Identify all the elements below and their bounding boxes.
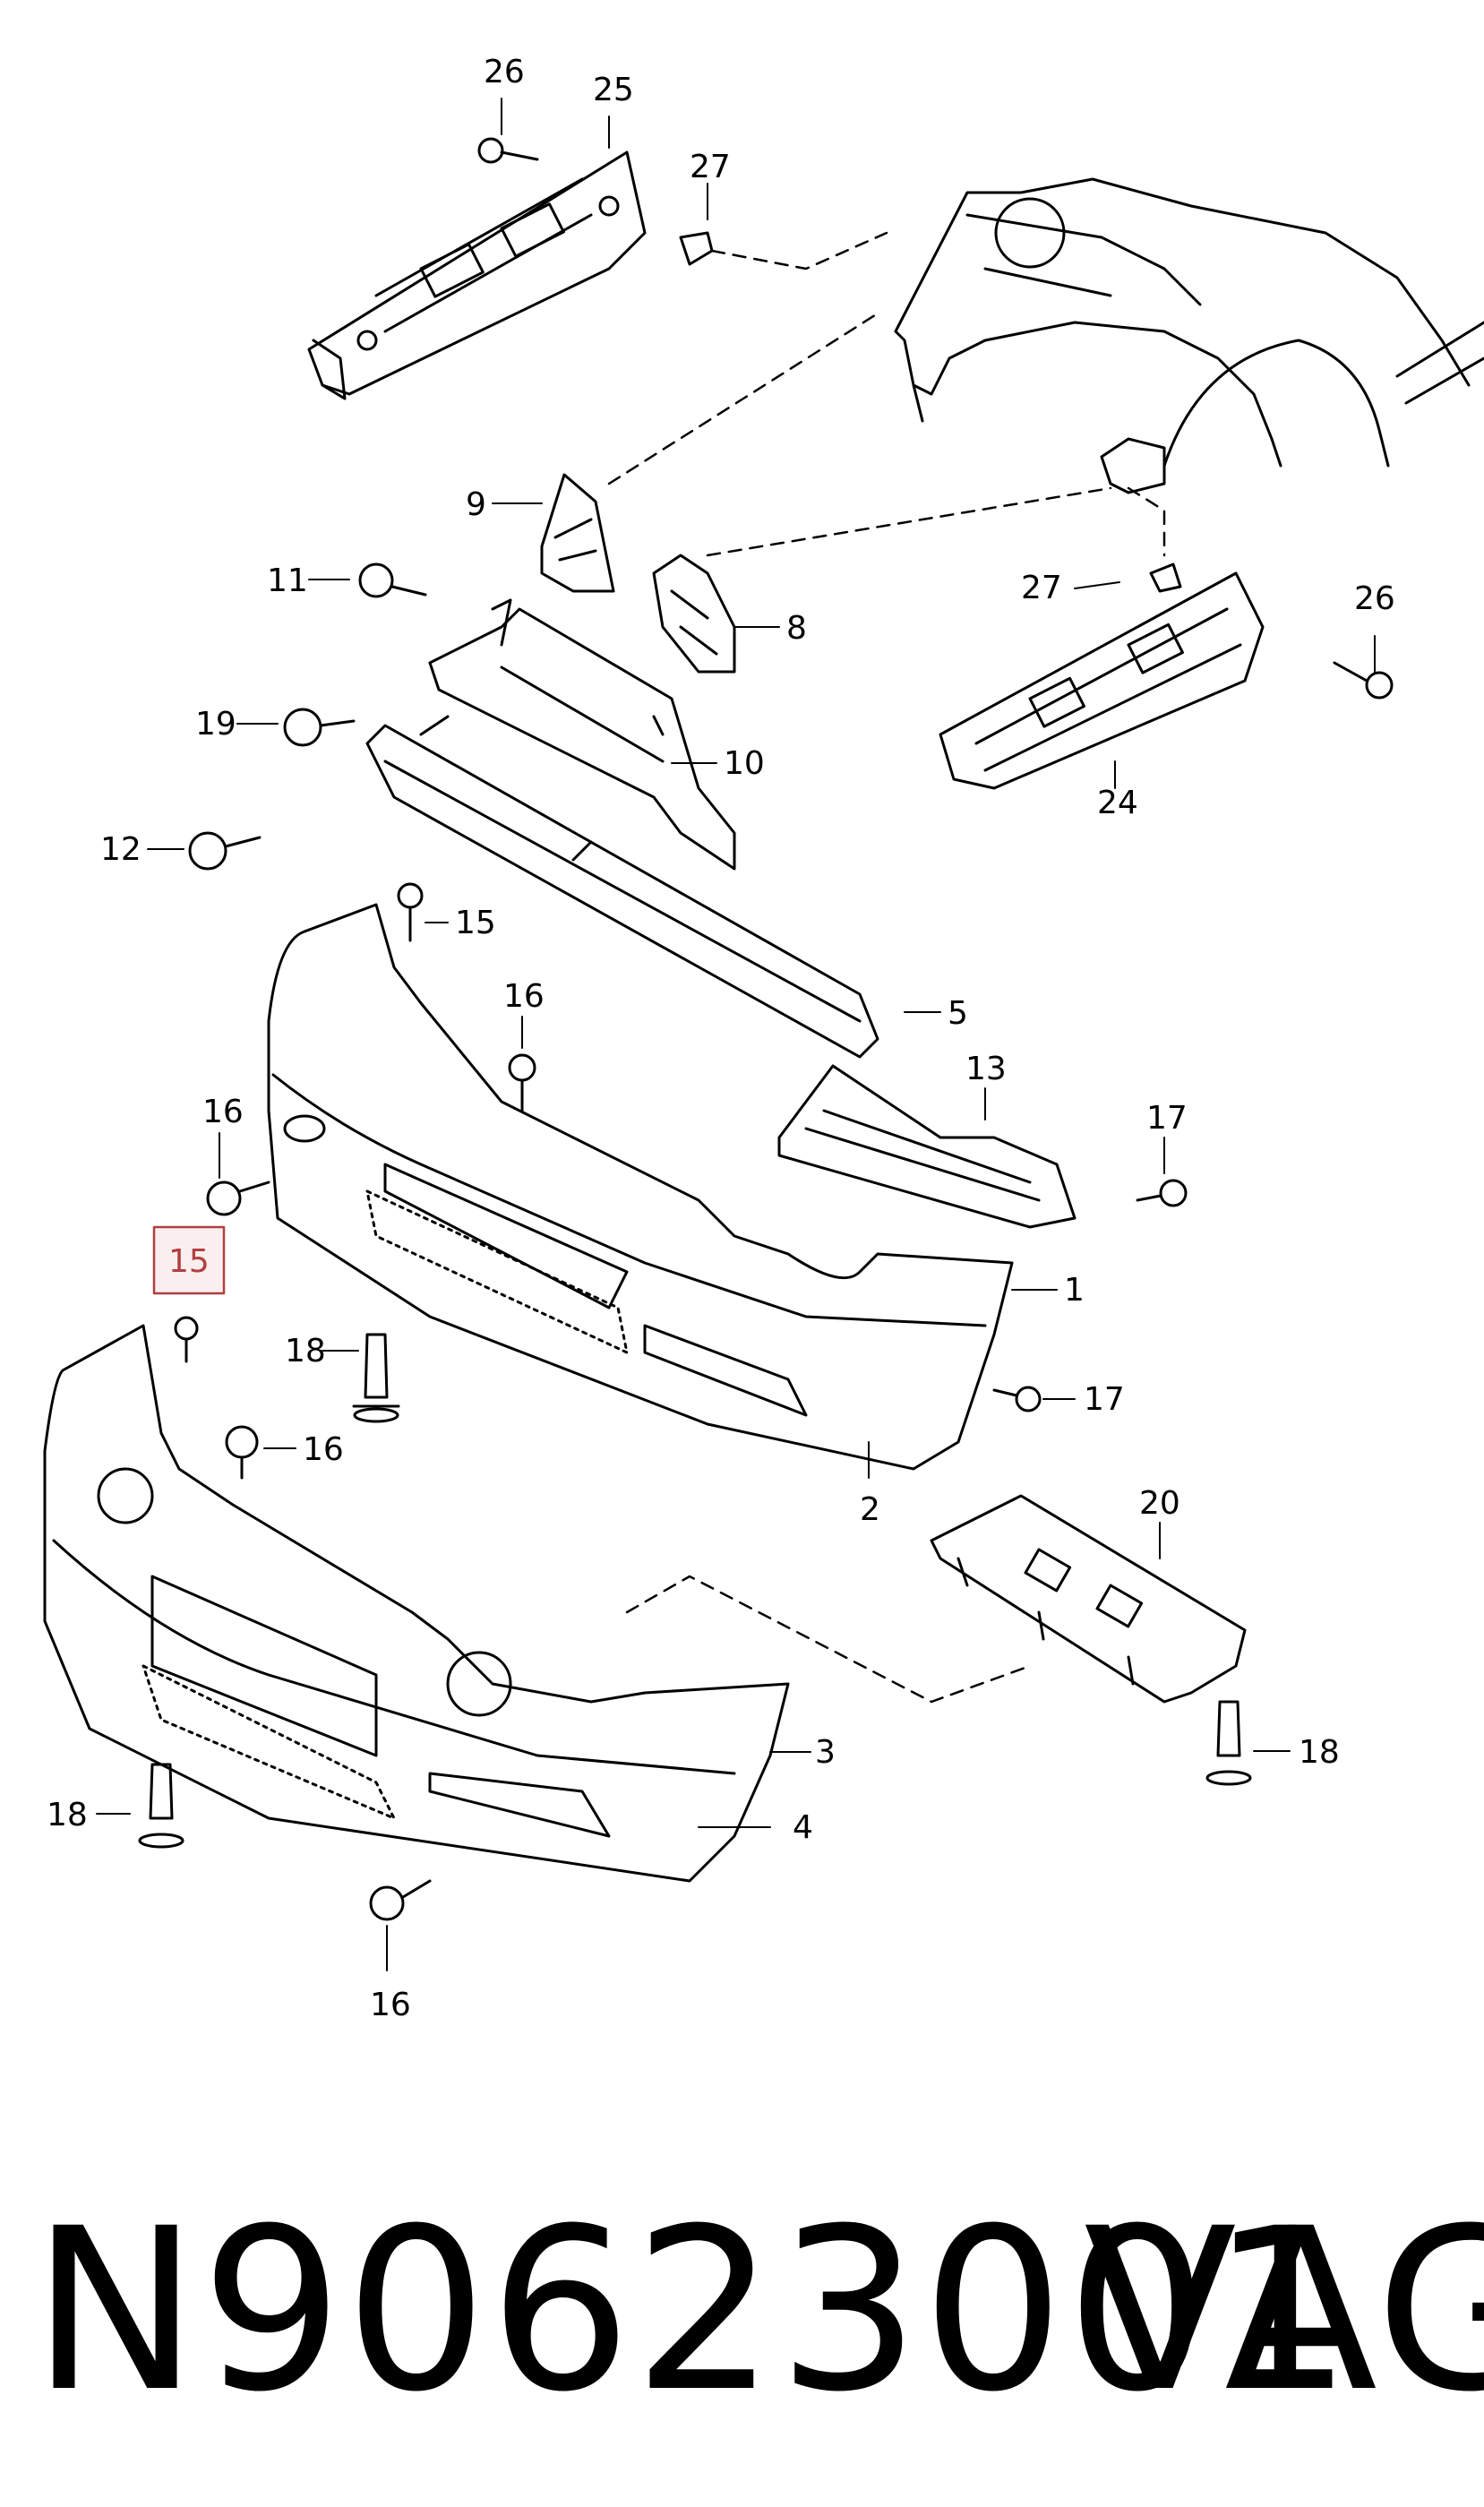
callout-4: 4: [793, 1809, 813, 1846]
callout-16-mid: 16: [503, 978, 545, 1015]
screw-16b: [508, 1053, 536, 1112]
callout-5: 5: [948, 995, 968, 1032]
screw-17a: [1136, 1179, 1188, 1207]
callout-16-left: 16: [202, 1094, 244, 1130]
screw-16d: [369, 1879, 432, 1921]
callout-17-lower: 17: [1084, 1381, 1125, 1418]
guide-part-13: [777, 1064, 1077, 1229]
highlight-box: [152, 1225, 226, 1295]
bracket-part-24: [939, 571, 1265, 790]
callout-27-top: 27: [690, 149, 731, 185]
callout-16-bottom: 16: [370, 1987, 411, 2023]
clip-27a: [679, 231, 714, 266]
callout-8: 8: [786, 610, 807, 647]
callout-labels: 26 25 27 9 8 11 19 10 12 27 26 24 15 16 …: [47, 54, 1395, 2023]
screw-15b: [174, 1316, 199, 1363]
bumper-cover-part-3: [43, 1324, 790, 1883]
vehicle-front-body: [894, 177, 1484, 494]
callout-18-left: 18: [47, 1797, 88, 1833]
screw-11: [358, 562, 427, 598]
callout-26-top: 26: [484, 54, 525, 90]
screw-15a: [397, 882, 424, 942]
callout-3: 3: [815, 1734, 836, 1771]
screw-16c: [225, 1425, 259, 1480]
part-number: N90623001: [31, 2180, 1355, 2441]
plug-18c: [138, 1763, 184, 1849]
callout-18-right: 18: [1299, 1734, 1340, 1771]
bumper-cover-part-1: [267, 903, 1014, 1471]
callout-9: 9: [466, 486, 486, 523]
screw-12: [188, 831, 262, 871]
callout-16-lower: 16: [303, 1431, 344, 1468]
leader-lines: [96, 98, 1376, 1971]
callout-20: 20: [1139, 1485, 1180, 1522]
screw-26b: [1333, 661, 1394, 700]
callout-1: 1: [1064, 1272, 1085, 1309]
plug-18b: [1205, 1700, 1252, 1786]
reinforcement-part-10: [428, 598, 736, 871]
callout-19: 19: [195, 706, 236, 743]
screw-16a: [206, 1181, 270, 1216]
callout-18-upper: 18: [285, 1333, 326, 1369]
bracket-part-9: [540, 473, 615, 593]
fasteners: [138, 137, 1394, 1921]
impact-beam-part-5: [365, 715, 879, 1059]
callout-15-top: 15: [455, 905, 496, 941]
screw-26a: [477, 137, 539, 164]
callout-17-right: 17: [1146, 1100, 1188, 1137]
callout-25: 25: [593, 72, 634, 108]
callout-24: 24: [1097, 785, 1138, 821]
bracket-part-20: [930, 1494, 1247, 1704]
callout-10: 10: [724, 745, 765, 782]
callout-27-right: 27: [1021, 570, 1062, 606]
callout-26-right: 26: [1354, 580, 1395, 617]
bracket-part-8: [652, 554, 736, 674]
plug-18a: [352, 1333, 400, 1423]
screw-19: [283, 708, 356, 747]
screw-17b: [992, 1386, 1042, 1412]
assembly-lines: [607, 231, 1166, 1704]
exploded-parts-diagram: 26 25 27 9 8 11 19 10 12 27 26 24 15 16 …: [43, 54, 1484, 2023]
clip-27b: [1149, 562, 1182, 593]
callout-2: 2: [860, 1491, 880, 1528]
brand-name: VAG: [1084, 2180, 1484, 2441]
callout-13: 13: [965, 1051, 1007, 1087]
bracket-part-25: [307, 150, 647, 400]
callout-12: 12: [100, 831, 142, 868]
callout-15-highlighted: 15: [168, 1243, 210, 1280]
callout-11: 11: [267, 562, 308, 599]
